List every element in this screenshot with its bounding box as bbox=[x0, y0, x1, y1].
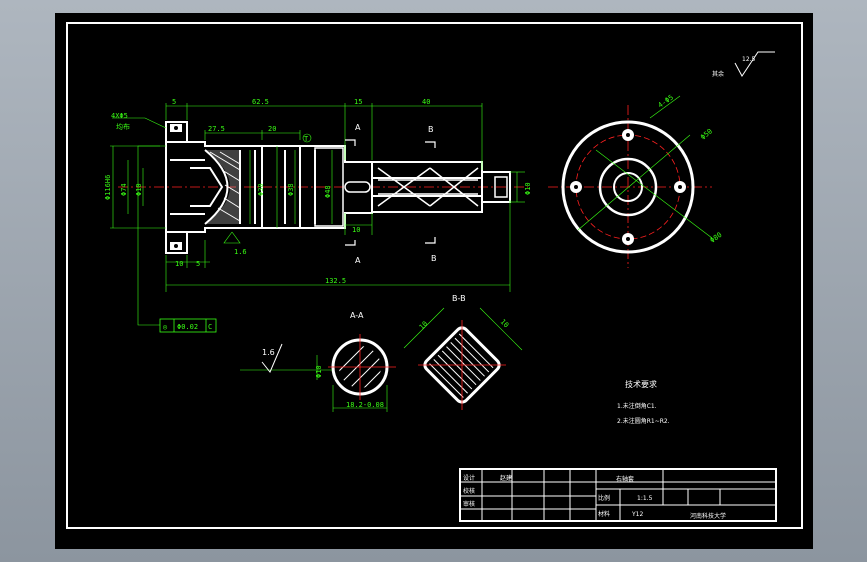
tol-datum: C bbox=[208, 323, 212, 331]
tb-scale-value: 1:1.5 bbox=[637, 495, 653, 502]
datum-label: T bbox=[304, 135, 309, 143]
main-view bbox=[118, 121, 528, 254]
surface-finish-general: 其余 12.5 bbox=[712, 51, 775, 78]
tol-value: Φ0.02 bbox=[177, 323, 198, 331]
tb-material-value: Y12 bbox=[631, 511, 643, 518]
section-bb-dim-1: 10 bbox=[418, 320, 430, 332]
tech-note-2: 2.未注圆角R1~R2. bbox=[617, 417, 670, 425]
section-b-top: B bbox=[428, 125, 434, 134]
tb-design-label: 设计 bbox=[463, 474, 475, 482]
tb-designer: 赵建 bbox=[500, 474, 512, 482]
dim-top-62-5: 62.5 bbox=[252, 98, 269, 106]
dim-top-40: 40 bbox=[422, 98, 430, 106]
tb-school: 河南科技大学 bbox=[690, 512, 726, 520]
section-aa-dim-h: Φ10 bbox=[315, 365, 323, 378]
section-b-bottom: B bbox=[431, 254, 437, 263]
section-aa-dim-w: 18.2-0.08 bbox=[346, 401, 384, 409]
dia-left-10: Φ10 bbox=[135, 183, 143, 196]
dim-inner-27-5: 27.5 bbox=[208, 125, 225, 133]
hole-note-count: 4XΦ5 bbox=[111, 112, 128, 120]
section-aa-title: A-A bbox=[350, 311, 364, 320]
hole-note-even: 均布 bbox=[116, 122, 130, 131]
dia-right-10: Φ10 bbox=[524, 182, 532, 195]
dim-top-15: 15 bbox=[354, 98, 362, 106]
sheet-border bbox=[66, 22, 803, 529]
section-cut-markers bbox=[345, 139, 436, 246]
dia-mid-48: Φ48 bbox=[324, 185, 332, 198]
dim-inner-20: 20 bbox=[268, 125, 276, 133]
tech-notes: 技术要求 1.未注倒角C1. 2.未注圆角R1~R2. bbox=[617, 379, 670, 425]
section-a-bottom: A bbox=[355, 256, 361, 265]
finish-label-left: 1.6 bbox=[234, 248, 247, 256]
title-block bbox=[459, 468, 777, 522]
dim-top-5: 5 bbox=[172, 98, 176, 106]
section-a-top: A bbox=[355, 123, 361, 132]
tb-material-label: 材料 bbox=[598, 510, 610, 518]
section-bb-title: B-B bbox=[452, 294, 466, 303]
tb-part-name: 右轴套 bbox=[616, 475, 634, 483]
section-bb: B-B bbox=[403, 294, 523, 410]
section-aa-finish: 1.6 bbox=[262, 348, 275, 357]
main-dimension-lines bbox=[110, 103, 525, 326]
tb-check-label: 校核 bbox=[463, 487, 475, 495]
tech-note-1: 1.未注倒角C1. bbox=[617, 402, 657, 410]
finish-value: 12.5 bbox=[742, 56, 756, 63]
tb-review-label: 审核 bbox=[463, 500, 475, 508]
dia-mid-30: Φ30 bbox=[257, 183, 265, 196]
section-bb-dim-2: 10 bbox=[499, 318, 511, 330]
tol-symbol: ◎ bbox=[163, 323, 168, 331]
dim-bottom-10: 10 bbox=[175, 260, 183, 268]
dim-overall-132-5: 132.5 bbox=[325, 277, 346, 285]
tb-scale-label: 比例 bbox=[598, 494, 610, 502]
finish-other-label: 其余 bbox=[712, 70, 724, 78]
tolerance-frame: ◎ Φ0.02 C bbox=[159, 318, 217, 333]
dia-mid-38: Φ38 bbox=[287, 183, 295, 196]
side-view bbox=[548, 95, 713, 268]
dim-bottom-10b: 10 bbox=[352, 226, 360, 234]
drawing-sheet bbox=[55, 13, 813, 549]
tech-notes-title: 技术要求 bbox=[625, 379, 657, 389]
dia-left-74: Φ74 bbox=[120, 183, 128, 196]
dim-bottom-5: 5 bbox=[196, 260, 200, 268]
dia-left-116: Φ116H6 bbox=[104, 175, 112, 200]
